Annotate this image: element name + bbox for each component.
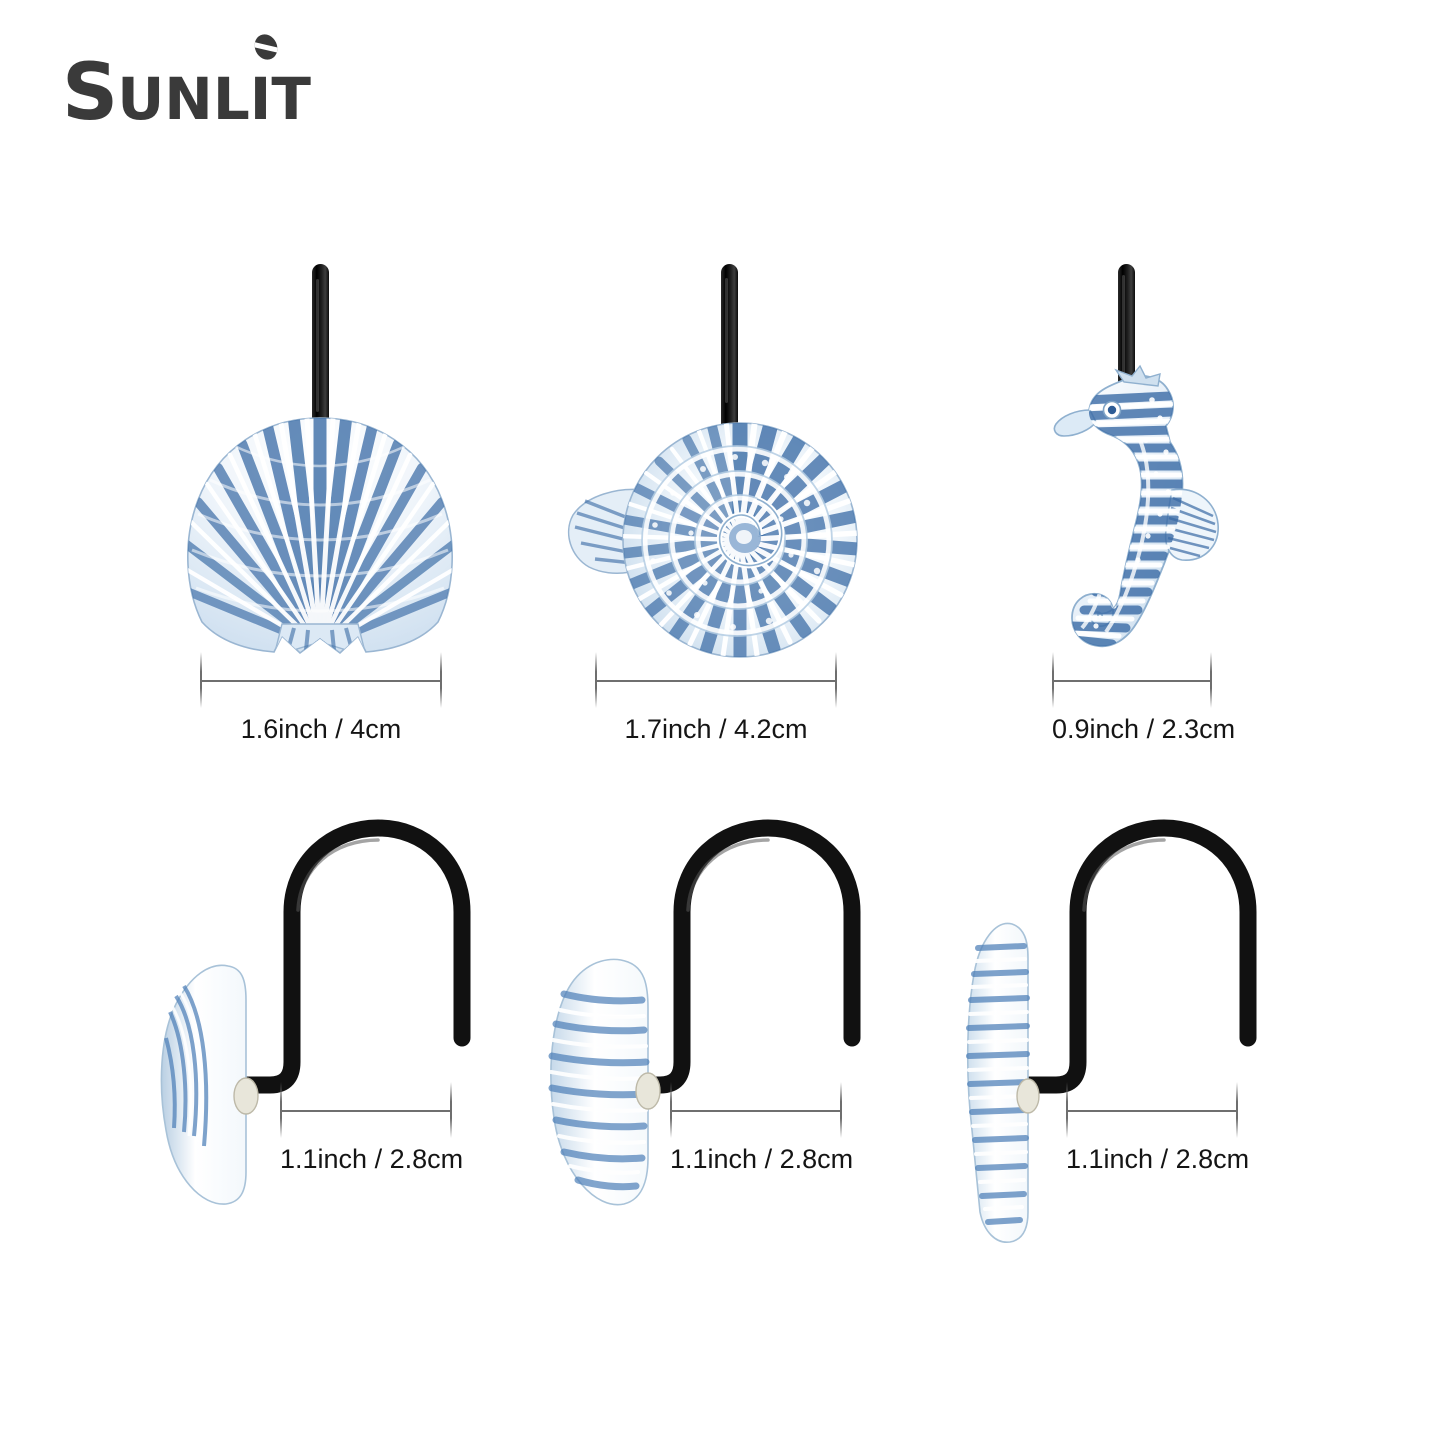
- dimension-cap-left: [595, 652, 597, 708]
- nautilus-shell-icon: [555, 415, 885, 665]
- hook-stem: [721, 264, 738, 442]
- dimension-label: 0.9inch / 2.3cm: [1052, 714, 1236, 744]
- product-cell-scallop-shell: 1.6inch / 4cm: [150, 250, 490, 770]
- dimension-cap-right: [840, 1082, 842, 1138]
- dimension-label: 1.7inch / 4.2cm: [624, 714, 808, 744]
- seahorse-side-icon: [952, 920, 1062, 1250]
- dimension-cap-left: [670, 1082, 672, 1138]
- dimension-cap-right: [835, 652, 837, 708]
- scallop-shell-side-icon: [150, 960, 270, 1210]
- dimension-line: [200, 680, 442, 682]
- hook-side-profile: [150, 800, 510, 1130]
- dimension-line: [595, 680, 837, 682]
- product-cell-seahorse-side: 1.1inch / 2.8cm: [930, 800, 1300, 1270]
- hook-side-profile: [540, 800, 900, 1130]
- dimension-line: [1066, 1110, 1238, 1112]
- brand-logo-dot-icon: [250, 30, 282, 64]
- dimension-line: [670, 1110, 842, 1112]
- side-view-row: 1.1inch / 2.8cm: [0, 800, 1445, 1270]
- dimension-label: 1.1inch / 2.8cm: [670, 1144, 854, 1174]
- dimension-cap-left: [280, 1082, 282, 1138]
- brand-logo: SUNLIT: [62, 30, 311, 133]
- scallop-shell-icon: [170, 410, 470, 660]
- product-cell-seahorse: 0.9inch / 2.3cm: [1000, 250, 1300, 770]
- dimension-cap-left: [1066, 1082, 1068, 1138]
- product-cell-nautilus-shell-side: 1.1inch / 2.8cm: [540, 800, 900, 1270]
- nautilus-shell-side-icon: [540, 958, 670, 1208]
- product-cell-nautilus-shell: 1.7inch / 4.2cm: [545, 250, 895, 770]
- dimension-label: 1.6inch / 4cm: [240, 714, 402, 744]
- dimension-cap-right: [450, 1082, 452, 1138]
- dimension-cap-right: [1236, 1082, 1238, 1138]
- seahorse-icon: [1020, 364, 1250, 680]
- brand-logo-rest: UNLIT: [117, 65, 311, 133]
- dimension-label: 1.1inch / 2.8cm: [280, 1144, 464, 1174]
- hook-side-profile: [930, 800, 1300, 1130]
- brand-logo-text: SUNLIT: [62, 30, 311, 133]
- dimension-line: [280, 1110, 452, 1112]
- dimension-cap-left: [200, 652, 202, 708]
- dimension-line: [1052, 680, 1212, 682]
- front-view-row: 1.6inch / 4cm: [0, 250, 1445, 770]
- hook-stem: [312, 264, 329, 454]
- dimension-cap-right: [440, 652, 442, 708]
- product-cell-scallop-shell-side: 1.1inch / 2.8cm: [150, 800, 510, 1270]
- dimension-cap-right: [1210, 652, 1212, 708]
- dimension-cap-left: [1052, 652, 1054, 708]
- brand-logo-initial: S: [62, 48, 118, 138]
- hook-stem: [1118, 264, 1135, 404]
- dimension-label: 1.1inch / 2.8cm: [1066, 1144, 1250, 1174]
